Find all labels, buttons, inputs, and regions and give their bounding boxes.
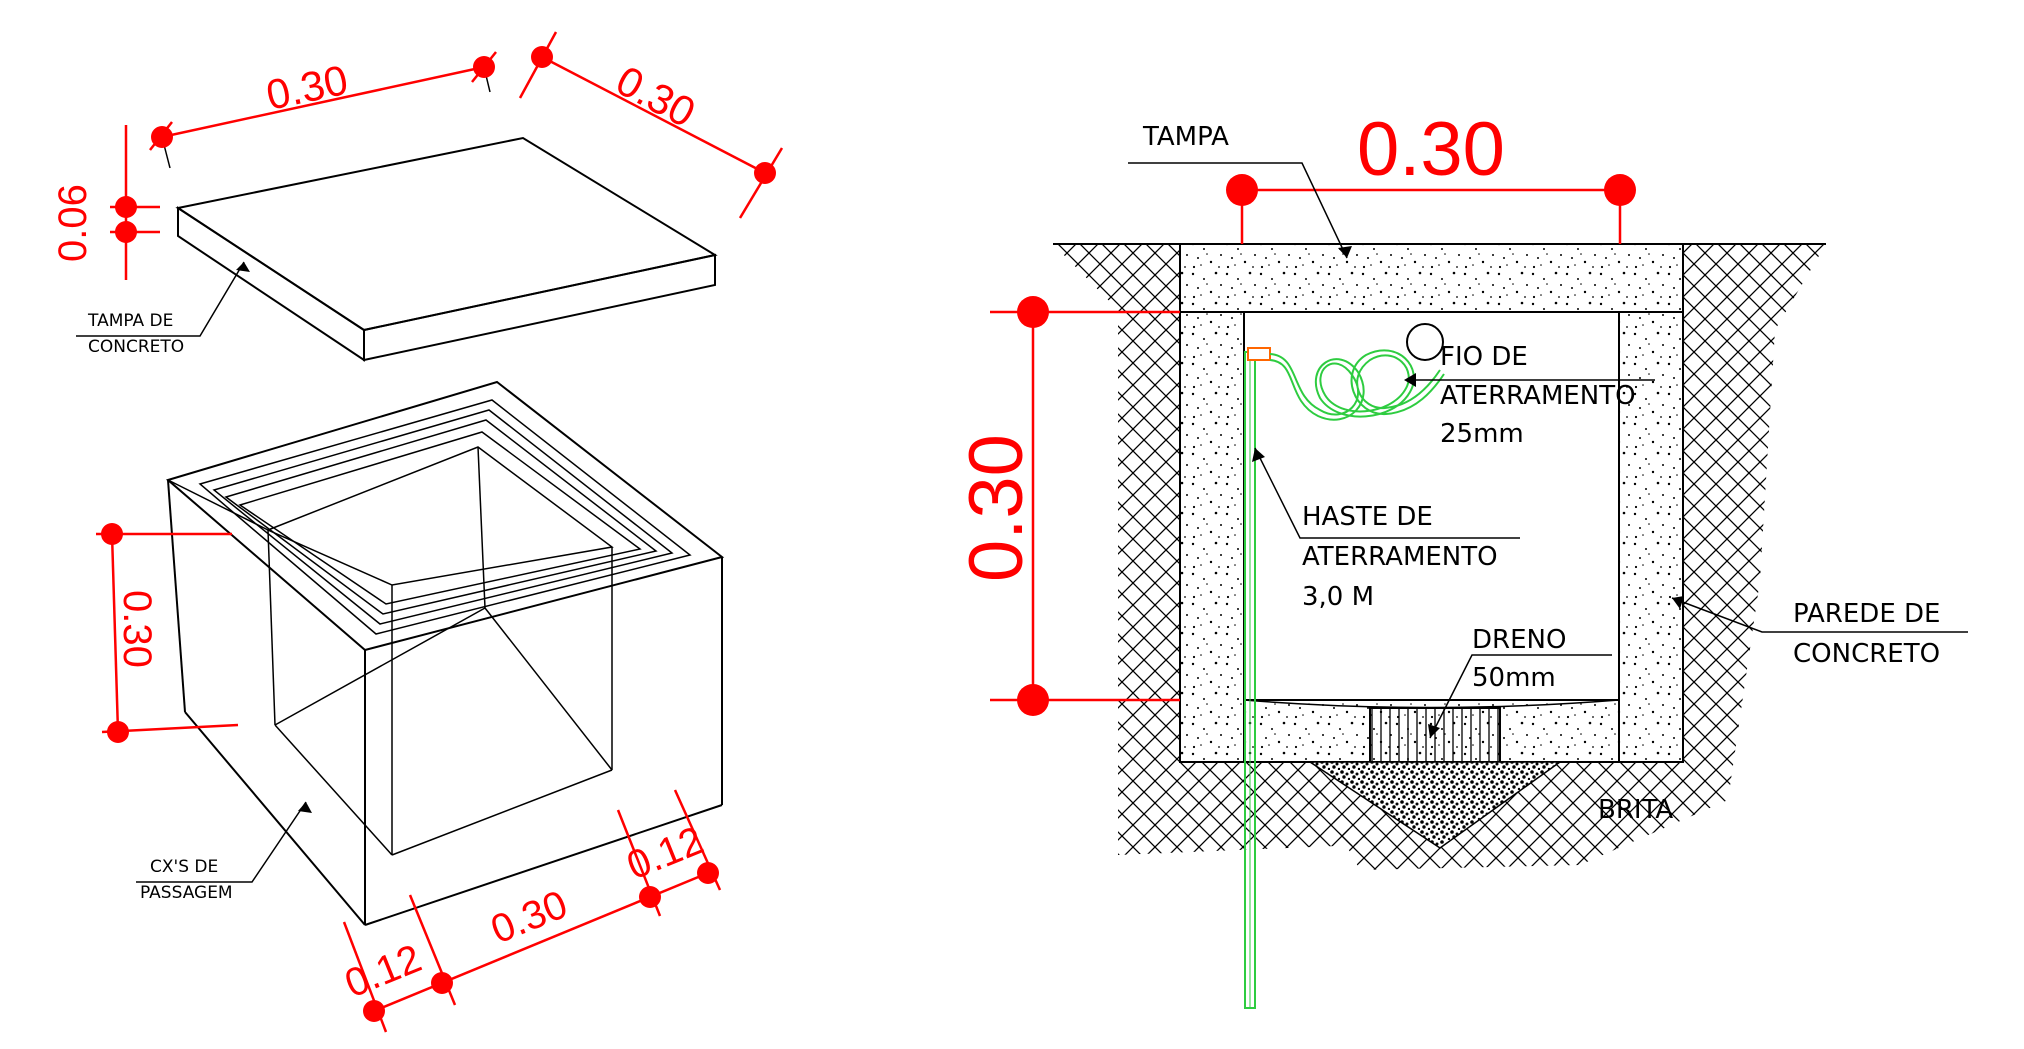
section-view: 0.30 0.30 TAMPA FIO DE ATERRAMENTO 25mm (954, 107, 1968, 1009)
ground-clamp (1247, 347, 1271, 361)
box-label-line2: PASSAGEM (140, 883, 233, 903)
concrete-wall-right (1618, 311, 1684, 763)
brita-label: BRITA (1598, 795, 1673, 825)
parede-label-line2: CONCRETO (1793, 639, 1940, 669)
section-width-label: 0.30 (1357, 107, 1505, 192)
lid-width-label: 0.30 (262, 56, 352, 119)
dreno-label-line1: DRENO (1472, 625, 1566, 655)
haste-label-line2: ATERRAMENTO (1302, 542, 1498, 572)
iso-lid (175, 136, 718, 362)
parede-label-line1: PAREDE DE (1793, 599, 1940, 629)
concrete-wall-left (1179, 311, 1245, 763)
dreno-leader: DRENO 50mm (1428, 625, 1612, 739)
iso-box (165, 380, 725, 926)
section-height-dimension: 0.30 (954, 296, 1180, 716)
haste-label-line1: HASTE DE (1302, 502, 1433, 532)
lid-thickness-dimension: 0.06 (51, 125, 160, 280)
section-height-label: 0.30 (954, 434, 1039, 582)
haste-label-line3: 3,0 M (1302, 582, 1374, 612)
box-label-line1: CX'S DE (150, 857, 218, 877)
lid-label-line2: CONCRETO (88, 337, 184, 357)
box-height-dimension: 0.30 (96, 523, 239, 743)
bottom-inner-label: 0.30 (485, 882, 574, 952)
box-cavity (1243, 311, 1620, 701)
gravel-bed (1307, 761, 1563, 849)
lid-leader: TAMPA DE CONCRETO (76, 261, 250, 357)
tampa-label: TAMPA (1142, 122, 1229, 152)
fio-label-line2: ATERRAMENTO (1440, 381, 1636, 411)
soil-left (1053, 244, 1360, 855)
lid-depth-dimension: 0.30 (518, 31, 784, 219)
box-height-label: 0.30 (115, 590, 159, 668)
box-leader: CX'S DE PASSAGEM (136, 801, 312, 903)
soil-right (1560, 244, 1826, 865)
bottom-dimensions: 0.12 0.30 0.12 (339, 789, 722, 1033)
fio-label-line3: 25mm (1440, 419, 1524, 449)
fio-leader: FIO DE ATERRAMENTO 25mm (1404, 342, 1655, 449)
drain-pipe (1369, 707, 1501, 763)
dreno-label-line2: 50mm (1472, 663, 1556, 693)
lid-width-dimension: 0.30 (149, 51, 497, 169)
tampa-leader: TAMPA (1128, 122, 1352, 259)
parede-leader: PAREDE DE CONCRETO (1671, 596, 1968, 669)
concrete-lid (1179, 243, 1684, 313)
isometric-view: 0.30 0.30 0.06 TAMPA DE CONCRETO (51, 31, 784, 1033)
lid-depth-label: 0.30 (609, 56, 703, 136)
lid-label-line1: TAMPA DE (87, 311, 173, 331)
grounding-wire (1269, 323, 1445, 421)
fio-label-line1: FIO DE (1440, 342, 1528, 372)
haste-leader: HASTE DE ATERRAMENTO 3,0 M (1252, 447, 1520, 612)
section-width-dimension: 0.30 (1226, 107, 1636, 244)
lid-thickness-label: 0.06 (51, 184, 95, 262)
